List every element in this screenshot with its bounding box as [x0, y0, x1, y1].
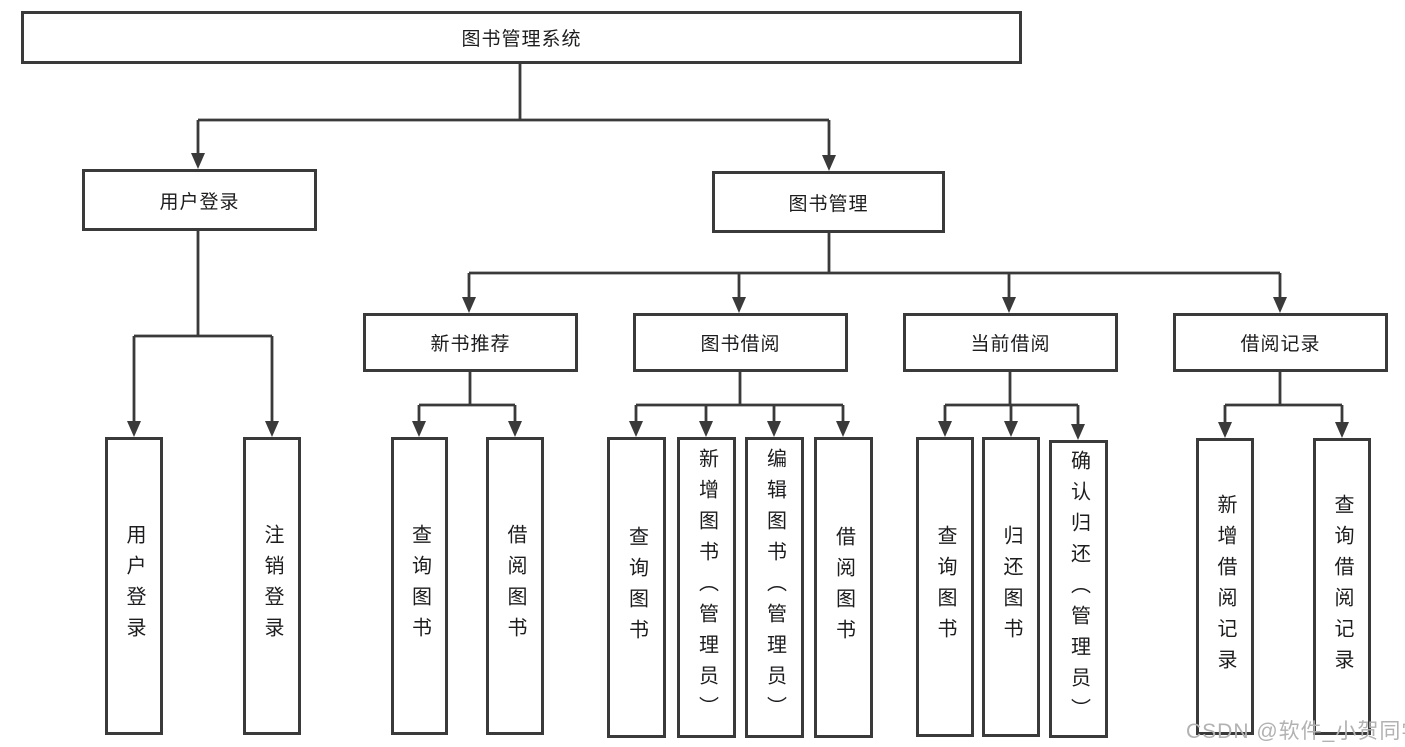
leaf-query-borrow-record: 查询借阅记录 — [1313, 438, 1371, 735]
leaf-user-login: 用户登录 — [105, 437, 163, 735]
leaf-confirm-return-admin: 确认归还（管理员） — [1049, 440, 1108, 738]
node-label: 用户登录 — [159, 191, 240, 213]
leaf-add-books-admin: 新增图书（管理员） — [677, 437, 736, 738]
node-borrowing-records: 借阅记录 — [1173, 313, 1388, 372]
leaf-query-books-current: 查询图书 — [916, 437, 974, 737]
leaf-label: 确认归还（管理员） — [1067, 449, 1090, 729]
leaf-query-books-borrowing: 查询图书 — [607, 437, 666, 738]
node-new-book-recommend: 新书推荐 — [363, 313, 578, 372]
leaf-add-borrow-record: 新增借阅记录 — [1196, 438, 1254, 735]
leaf-logout: 注销登录 — [243, 437, 301, 735]
node-current-borrowing: 当前借阅 — [903, 313, 1118, 372]
leaf-label: 编辑图书（管理员） — [763, 448, 786, 727]
leaf-label: 注销登录 — [261, 524, 283, 648]
csdn-watermark: CSDN @软件_小贺同学 — [1186, 720, 1405, 743]
node-label: 当前借阅 — [970, 334, 1051, 355]
node-user-login: 用户登录 — [82, 169, 317, 231]
leaf-label: 借阅图书 — [504, 524, 526, 648]
node-label: 图书管理 — [788, 193, 869, 215]
node-label: 图书借阅 — [700, 334, 781, 355]
node-book-management: 图书管理 — [712, 171, 945, 233]
leaf-query-books-recommend: 查询图书 — [391, 437, 448, 735]
leaf-label: 查询图书 — [934, 525, 956, 649]
node-book-borrowing: 图书借阅 — [633, 313, 848, 372]
leaf-borrow-books-borrowing: 借阅图书 — [814, 437, 873, 738]
leaf-label: 借阅图书 — [832, 525, 855, 650]
leaf-return-books: 归还图书 — [982, 437, 1040, 737]
leaf-label: 新增图书（管理员） — [695, 448, 718, 727]
leaf-label: 查询图书 — [408, 524, 431, 648]
leaf-label: 查询借阅记录 — [1331, 493, 1353, 680]
leaf-label: 用户登录 — [123, 524, 145, 648]
node-label: 借阅记录 — [1240, 334, 1321, 355]
leaf-label: 查询图书 — [625, 525, 648, 650]
leaf-edit-books-admin: 编辑图书（管理员） — [745, 437, 804, 738]
leaf-label: 新增借阅记录 — [1214, 493, 1236, 680]
node-label: 新书推荐 — [430, 334, 511, 355]
node-book-management-system: 图书管理系统 — [21, 11, 1022, 64]
node-label: 图书管理系统 — [461, 29, 582, 50]
leaf-borrow-books-recommend: 借阅图书 — [486, 437, 544, 735]
connector-level1 — [132, 64, 1344, 425]
leaf-label: 归还图书 — [1000, 525, 1022, 649]
